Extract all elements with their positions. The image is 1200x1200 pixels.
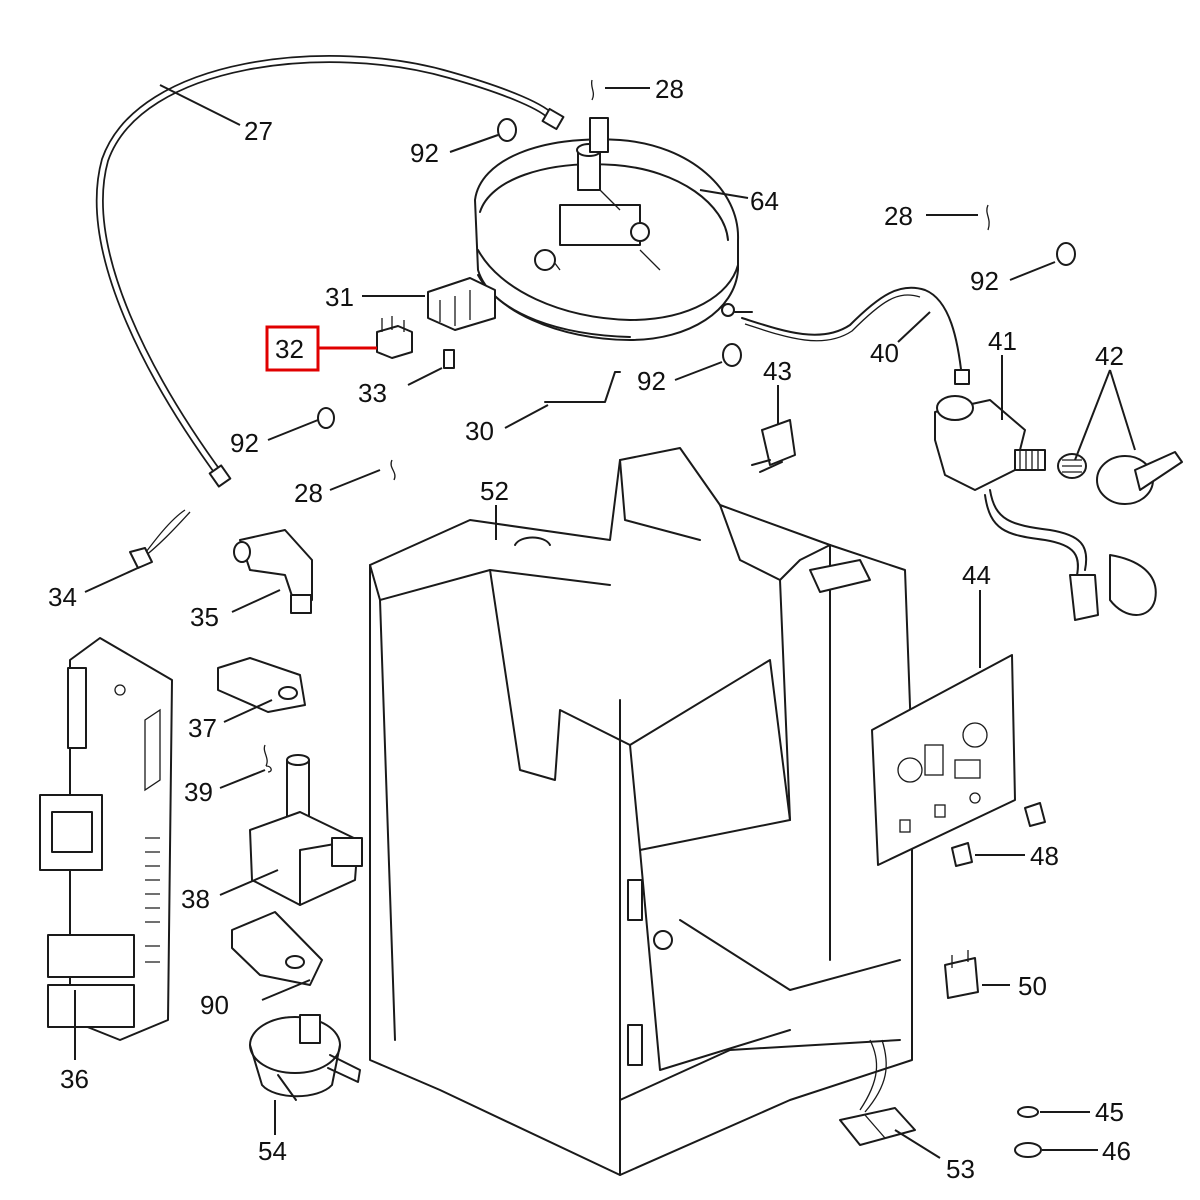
callout-38: 38 (181, 884, 210, 914)
part-42-knob-and-spring (1057, 451, 1183, 505)
part-37-bracket (217, 657, 306, 713)
callout-42: 42 (1095, 341, 1124, 371)
callout-27: 27 (244, 116, 273, 146)
part-27-hose (95, 55, 565, 488)
part-28-pin-top (590, 79, 595, 101)
callout-52: 52 (480, 476, 509, 506)
part-36-power-board (39, 637, 173, 1041)
part-64-heater-block (474, 117, 753, 341)
part-90-bracket (231, 911, 323, 986)
part-28-pin-right (986, 204, 990, 231)
part-31-microswitch-bracket (427, 277, 496, 331)
callout-92-right: 92 (970, 266, 999, 296)
callout-50: 50 (1018, 971, 1047, 1001)
callout-36: 36 (60, 1064, 89, 1094)
callout-32: 32 (275, 334, 304, 364)
callout-33: 33 (358, 378, 387, 408)
part-40-pipe (741, 286, 970, 385)
callout-92-top: 92 (410, 138, 439, 168)
part-39-fuse (263, 744, 272, 773)
callout-43: 43 (763, 356, 792, 386)
part-35-solenoid-valve (233, 529, 313, 614)
part-48-connectors (951, 802, 1046, 867)
part-28-pin-mid (390, 459, 396, 481)
part-41-steam-valve (934, 395, 1157, 621)
part-52-main-frame (369, 447, 913, 1176)
part-50-connector (944, 950, 979, 999)
part-30-tube (544, 371, 621, 403)
callout-28-right: 28 (884, 201, 913, 231)
part-34-sensor-wire (129, 509, 191, 569)
leader-lines (74, 84, 1136, 1159)
callout-53: 53 (946, 1154, 975, 1184)
callout-28-top: 28 (655, 74, 684, 104)
callout-labels: 27 28 92 64 28 92 31 32 33 92 40 41 42 4… (48, 74, 1131, 1184)
callout-92-center: 92 (637, 366, 666, 396)
callout-46: 46 (1102, 1136, 1131, 1166)
callout-44: 44 (962, 560, 991, 590)
callout-45: 45 (1095, 1097, 1124, 1127)
callout-30: 30 (465, 416, 494, 446)
callout-31: 31 (325, 282, 354, 312)
part-54-flowmeter (249, 1014, 361, 1101)
callout-28-mid: 28 (294, 478, 323, 508)
callout-64: 64 (750, 186, 779, 216)
callout-34: 34 (48, 582, 77, 612)
part-32-microswitch (376, 316, 413, 359)
highlighted-callout-32 (265, 325, 377, 372)
part-53-sensor-pad (839, 1039, 916, 1146)
callout-92-left: 92 (230, 428, 259, 458)
part-43-sensor (751, 419, 796, 473)
callout-39: 39 (184, 777, 213, 807)
callout-90: 90 (200, 990, 229, 1020)
part-92-oring-right (1056, 242, 1076, 266)
part-38-pump (249, 754, 363, 906)
part-44-control-board (871, 654, 1016, 866)
part-46-oring (1014, 1142, 1042, 1158)
callout-40: 40 (870, 338, 899, 368)
part-92-oring-left (317, 407, 335, 429)
callout-37: 37 (188, 713, 217, 743)
callout-41: 41 (988, 326, 1017, 356)
callout-48: 48 (1030, 841, 1059, 871)
part-92-oring-center (722, 343, 742, 367)
callout-54: 54 (258, 1136, 287, 1166)
part-45-oring (1017, 1106, 1039, 1118)
callout-35: 35 (190, 602, 219, 632)
part-33-spring (443, 349, 455, 369)
part-92-oring-top (497, 118, 517, 142)
